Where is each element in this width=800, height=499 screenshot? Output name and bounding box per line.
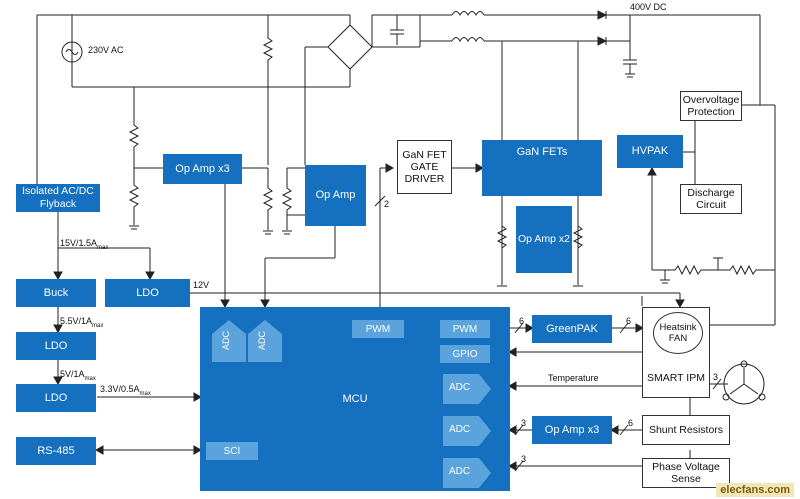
gate-bus-label: 2 (384, 199, 390, 209)
pwm-left: PWM (352, 320, 404, 338)
flyback-block: Isolated AC/DC Flyback (16, 184, 100, 212)
opamp-x2-block: Op Amp x2 (516, 206, 572, 273)
buck-block: Buck (16, 279, 96, 307)
rs485-block: RS-485 (16, 437, 96, 465)
rail-15v-label: 15V/1.5Amax (60, 238, 109, 251)
pwm-bus-label-b: 6 (626, 316, 632, 326)
dc-bus-label: 400V DC (630, 2, 667, 12)
shunt-bus-label-b: 6 (628, 418, 634, 428)
gpio: GPIO (440, 345, 490, 363)
sci: SCI (206, 442, 258, 460)
greenpak-block: GreenPAK (532, 315, 612, 343)
overvoltage-block: Overvoltage Protection (680, 91, 742, 121)
ldo-bottom-block: LDO (16, 384, 96, 412)
ac-source-label: 230V AC (88, 45, 124, 55)
opamp-x3-top-block: Op Amp x3 (163, 154, 242, 184)
opamp-x3-bottom-block: Op Amp x3 (532, 416, 612, 444)
rail-5v-label: 5V/1Amax (60, 369, 96, 382)
adc-v1: ADC (212, 320, 246, 362)
rail-3v3-label: 3.3V/0.5Amax (100, 384, 151, 397)
ldo-top-block: LDO (105, 279, 190, 307)
adc-r2: ADC (443, 416, 491, 446)
rail-12v-label: 12V (193, 280, 210, 290)
rail-5v5-label: 5.5V/1Amax (60, 316, 104, 329)
hvpak-block: HVPAK (617, 135, 683, 168)
motor-bus-label: 3 (713, 372, 719, 382)
gan-fets-block: GaN FETs (482, 140, 602, 196)
adc-r3: ADC (443, 458, 491, 488)
smart-ipm-label: SMART IPM (647, 372, 705, 384)
adc-v2: ADC (248, 320, 282, 362)
opamp-block: Op Amp (305, 165, 366, 226)
adc-r1: ADC (443, 374, 491, 404)
phase-bus-label: 3 (521, 454, 527, 464)
ldo-mid-block: LDO (16, 332, 96, 360)
temperature-label: Temperature (548, 373, 599, 383)
discharge-block: Discharge Circuit (680, 184, 742, 214)
heatsink-fan: Heatsink FAN (653, 312, 703, 354)
watermark: elecfans.com (716, 483, 794, 497)
pwm-bus-label-a: 6 (519, 316, 525, 326)
shunt-bus-label-a: 3 (521, 418, 527, 428)
ipm-block: Heatsink FAN SMART IPM (642, 307, 710, 398)
phase-voltage-block: Phase Voltage Sense (642, 458, 730, 488)
shunt-resistors-block: Shunt Resistors (642, 415, 730, 445)
gate-driver-block: GaN FET GATE DRIVER (397, 140, 452, 194)
pwm-right: PWM (440, 320, 490, 338)
